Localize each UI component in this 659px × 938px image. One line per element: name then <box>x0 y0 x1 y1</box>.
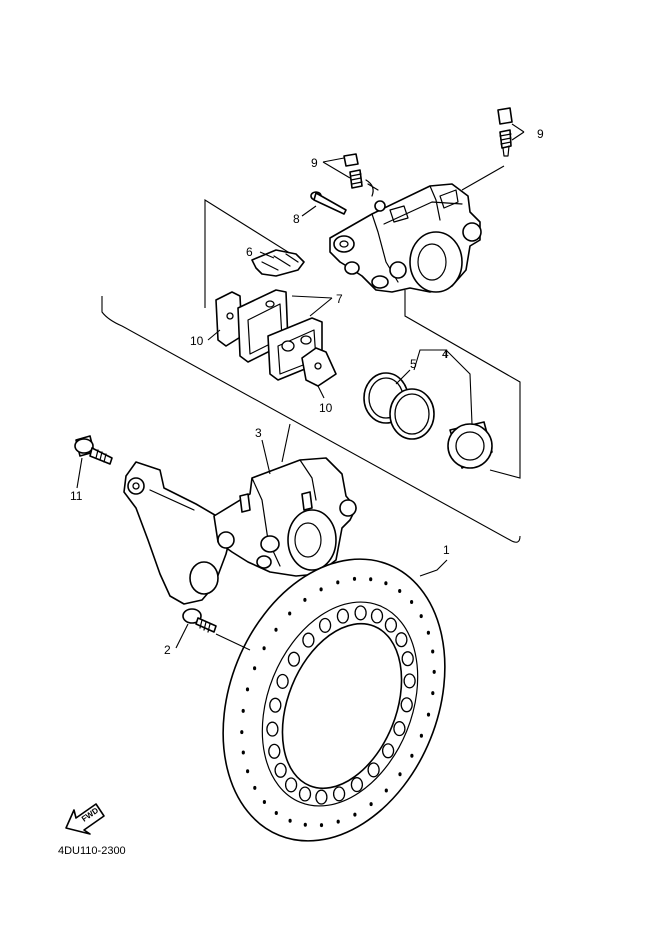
disc-drill-hole <box>419 733 423 738</box>
disc-drill-hole <box>253 666 257 671</box>
disc-mount-hole <box>367 762 380 778</box>
piston-seal-inner[interactable] <box>389 388 435 440</box>
disc-drill-hole <box>432 669 436 674</box>
disc-drill-hole <box>246 769 250 774</box>
disc-mount-hole <box>403 673 416 689</box>
forward-arrow-icon: FWD <box>65 803 105 835</box>
disc-mount-hole <box>276 673 289 689</box>
disc-mount-hole <box>393 721 406 737</box>
disc-drill-hole <box>426 630 430 635</box>
subassembly-bracket-lines <box>101 165 521 543</box>
disc-mount-hole <box>287 651 301 667</box>
disc-mount-hole <box>381 743 395 759</box>
bleed-screw-mid[interactable] <box>343 153 363 189</box>
piston[interactable] <box>447 421 493 469</box>
disc-drill-hole <box>419 614 423 619</box>
disc-drill-hole <box>240 730 244 735</box>
disc-mount-hole <box>395 632 408 648</box>
disc-mount-hole <box>318 617 332 633</box>
disc-mount-hole <box>401 651 414 667</box>
disc-drill-hole <box>384 788 388 793</box>
callout-bleed-screw-top: 9 <box>537 127 544 141</box>
disc-drill-hole <box>241 708 245 713</box>
caliper-bolt[interactable] <box>74 435 113 465</box>
disc-mount-hole <box>350 777 364 793</box>
disc-bolt[interactable] <box>182 608 217 633</box>
disc-drill-hole <box>431 691 435 696</box>
disc-drill-hole <box>253 785 257 790</box>
disc-drill-hole <box>303 597 307 602</box>
callout-disc-bolt: 2 <box>164 643 171 657</box>
disc-drill-hole <box>288 818 292 823</box>
disc-drill-hole <box>336 819 340 824</box>
brake-disc[interactable] <box>183 526 485 875</box>
leader-lines <box>76 123 525 651</box>
pad-pin[interactable] <box>310 191 347 215</box>
disc-drill-hole <box>262 800 266 804</box>
callouts: 1 2 3 4 5 6 7 8 9 9 10 10 11 <box>70 127 544 657</box>
callout-pad-pin: 8 <box>293 212 300 226</box>
disc-drill-hole <box>369 802 373 807</box>
callout-pad-shim-left: 10 <box>190 334 204 348</box>
caliper-body-upper[interactable] <box>329 183 482 293</box>
disc-mount-hole <box>284 777 298 793</box>
caliper-body-lower[interactable] <box>213 457 357 577</box>
callout-bleed-screw-mid: 9 <box>311 156 318 170</box>
disc-mount-hole <box>269 697 282 713</box>
disc-drill-hole <box>319 823 324 828</box>
diagram-code: 4DU110-2300 <box>58 845 126 857</box>
callout-piston-seal: 5 <box>410 357 417 371</box>
bleed-screw-top[interactable] <box>497 107 513 157</box>
disc-drill-hole <box>384 581 388 586</box>
callout-caliper-bolt: 11 <box>70 489 83 503</box>
disc-mount-hole <box>370 608 384 624</box>
disc-mount-hole <box>266 721 279 737</box>
disc-mount-hole <box>274 762 287 778</box>
disc-mount-hole <box>400 697 413 713</box>
callout-piston-seal-kit: 4 <box>442 347 449 361</box>
disc-mount-hole <box>302 632 315 648</box>
disc-drill-hole <box>319 587 323 592</box>
disc-drill-hole <box>288 611 292 616</box>
disc-mount-hole <box>315 789 328 805</box>
disc-drill-hole <box>353 812 357 817</box>
disc-drill-hole <box>426 712 431 717</box>
callout-caliper-assembly: 3 <box>255 426 262 440</box>
disc-drill-hole <box>274 811 278 815</box>
disc-mount-hole <box>384 617 398 633</box>
disc-drill-hole <box>398 772 402 777</box>
disc-drill-hole <box>410 600 414 604</box>
pad-spring[interactable] <box>251 249 305 277</box>
disc-drill-hole <box>410 753 414 758</box>
disc-mount-hole <box>268 743 281 759</box>
disc-mount-hole <box>354 605 367 621</box>
pad-shim-right[interactable] <box>301 347 337 387</box>
disc-drill-hole <box>336 580 340 585</box>
disc-drill-hole <box>431 649 435 654</box>
disc-mount-hole <box>332 786 346 802</box>
disc-mount-hole <box>298 786 312 802</box>
caliper-bracket[interactable] <box>123 461 233 605</box>
disc-drill-hole <box>274 627 278 632</box>
callout-pad-shim-right: 10 <box>319 401 333 415</box>
retaining-clip[interactable] <box>365 179 386 212</box>
disc-drill-hole <box>245 687 250 692</box>
disc-drill-hole <box>398 589 402 593</box>
disc-drill-hole <box>303 822 307 827</box>
callout-disc: 1 <box>443 543 450 557</box>
disc-drill-hole <box>262 646 266 651</box>
disc-drill-hole <box>352 576 357 581</box>
callout-pad-spring: 6 <box>246 245 253 259</box>
disc-drill-hole <box>241 750 245 755</box>
callout-brake-pad-kit: 7 <box>336 292 343 306</box>
disc-drill-hole <box>369 577 373 582</box>
disc-mount-hole <box>336 608 350 624</box>
